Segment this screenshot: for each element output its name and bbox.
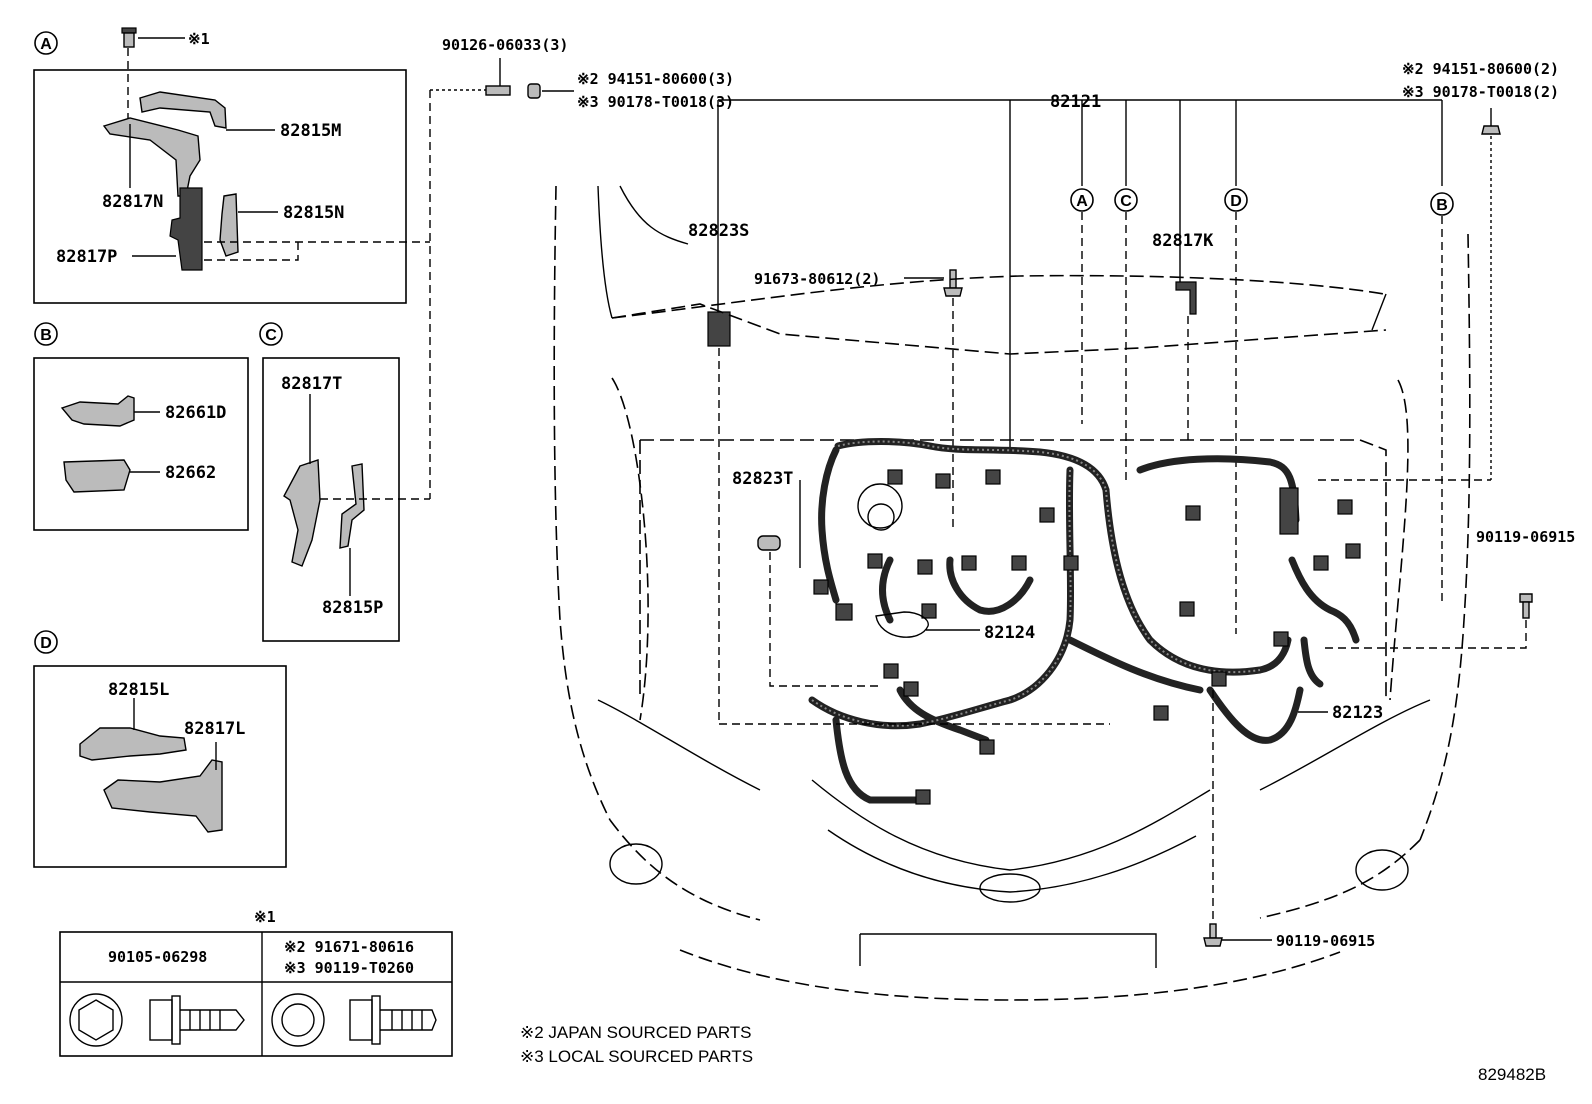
part-82815m: 82815M bbox=[280, 121, 341, 141]
hex-bolt-head-icon bbox=[69, 993, 123, 1047]
bracket-82817l-icon bbox=[103, 759, 223, 833]
vehicle-outline bbox=[553, 185, 1471, 1001]
bracket-82817k-icon bbox=[1175, 281, 1197, 315]
part-82817n: 82817N bbox=[102, 192, 163, 212]
bolt-bottom-icon bbox=[1203, 923, 1223, 947]
svg-text:D: D bbox=[40, 635, 52, 652]
part-90126-06033: 90126-06033(3) bbox=[442, 36, 568, 54]
flange-nut-icon bbox=[1481, 108, 1501, 135]
bracket-82817n-icon bbox=[102, 117, 201, 197]
svg-text:D: D bbox=[1230, 193, 1242, 210]
part-82817t: 82817T bbox=[281, 374, 342, 394]
washer-bolt-head-icon bbox=[271, 993, 325, 1047]
legend-table bbox=[59, 931, 453, 1057]
relay-block-icon bbox=[707, 311, 731, 347]
bolt-note-label: ※1 bbox=[188, 30, 210, 48]
bolt-right-icon bbox=[1519, 593, 1533, 619]
svg-text:B: B bbox=[1436, 197, 1448, 214]
note-japan: ※2 JAPAN SOURCED PARTS bbox=[520, 1023, 752, 1042]
panel-d bbox=[33, 665, 287, 868]
bracket-82815n-icon bbox=[219, 193, 239, 257]
part-90119-06915-bottom: 90119-06915 bbox=[1276, 932, 1375, 950]
part-82815l: 82815L bbox=[108, 680, 169, 700]
marker-a: A bbox=[34, 31, 58, 55]
svg-text:A: A bbox=[40, 36, 52, 53]
part-82661d: 82661D bbox=[165, 403, 226, 423]
part-91673-80612: 91673-80612(2) bbox=[754, 270, 880, 288]
engine-wire-harness bbox=[808, 438, 1361, 805]
marker-b-main: B bbox=[1430, 192, 1454, 216]
bracket-82817t-icon bbox=[283, 459, 321, 567]
panel-b bbox=[33, 357, 249, 531]
part-82817p: 82817P bbox=[56, 247, 117, 267]
part-94151-80600-3: ※2 94151-80600(3) bbox=[577, 70, 734, 88]
part-82815p: 82815P bbox=[322, 598, 383, 618]
part-90178-t0018-2: ※3 90178-T0018(2) bbox=[1402, 83, 1559, 101]
bolt-icon bbox=[121, 27, 137, 48]
part-82817l: 82817L bbox=[184, 719, 245, 739]
stud-bolt-icon bbox=[485, 58, 511, 96]
marker-d-main: D bbox=[1224, 188, 1248, 212]
bracket-82662-icon bbox=[63, 459, 131, 493]
clamp-82823t-icon bbox=[757, 535, 781, 551]
marker-c-main: C bbox=[1114, 188, 1138, 212]
part-90119-06915-right: 90119-06915 bbox=[1476, 528, 1575, 546]
bracket-82815m-icon bbox=[139, 91, 227, 129]
part-82817k: 82817K bbox=[1152, 231, 1214, 251]
bracket-82661d-icon bbox=[60, 395, 135, 427]
diagram-id: 829482B bbox=[1478, 1065, 1546, 1084]
panel-a bbox=[33, 69, 407, 304]
part-82121: 82121 bbox=[1050, 92, 1101, 112]
flange-bolt-side-icon bbox=[149, 995, 245, 1045]
note-local: ※3 LOCAL SOURCED PARTS bbox=[520, 1047, 753, 1066]
legend-col2-japan: ※2 91671-80616 bbox=[284, 938, 414, 956]
part-82823t: 82823T bbox=[732, 469, 793, 489]
legend-title: ※1 bbox=[254, 908, 276, 926]
bracket-82815p-icon bbox=[339, 463, 365, 549]
bracket-82815l-icon bbox=[79, 727, 187, 761]
part-82823s: 82823S bbox=[688, 221, 749, 241]
part-82662: 82662 bbox=[165, 463, 216, 483]
legend-col2-local: ※3 90119-T0260 bbox=[284, 959, 414, 977]
svg-text:B: B bbox=[40, 327, 52, 344]
marker-b-left: B bbox=[34, 322, 58, 346]
marker-a-main: A bbox=[1070, 188, 1094, 212]
part-82123: 82123 bbox=[1332, 703, 1383, 723]
bracket-82817p-icon bbox=[169, 187, 203, 271]
legend-col1-part: 90105-06298 bbox=[108, 948, 207, 966]
svg-text:C: C bbox=[1120, 193, 1132, 210]
svg-text:A: A bbox=[1076, 193, 1088, 210]
svg-text:C: C bbox=[265, 327, 277, 344]
part-82815n: 82815N bbox=[283, 203, 344, 223]
marker-d-left: D bbox=[34, 630, 58, 654]
clip-bolt-icon bbox=[943, 269, 963, 297]
part-82124: 82124 bbox=[984, 623, 1035, 643]
washer-bolt-side-icon bbox=[349, 995, 437, 1045]
part-94151-80600-2: ※2 94151-80600(2) bbox=[1402, 60, 1559, 78]
marker-c-left: C bbox=[259, 322, 283, 346]
nut-icon bbox=[527, 83, 541, 99]
part-90178-t0018-3: ※3 90178-T0018(3) bbox=[577, 93, 734, 111]
